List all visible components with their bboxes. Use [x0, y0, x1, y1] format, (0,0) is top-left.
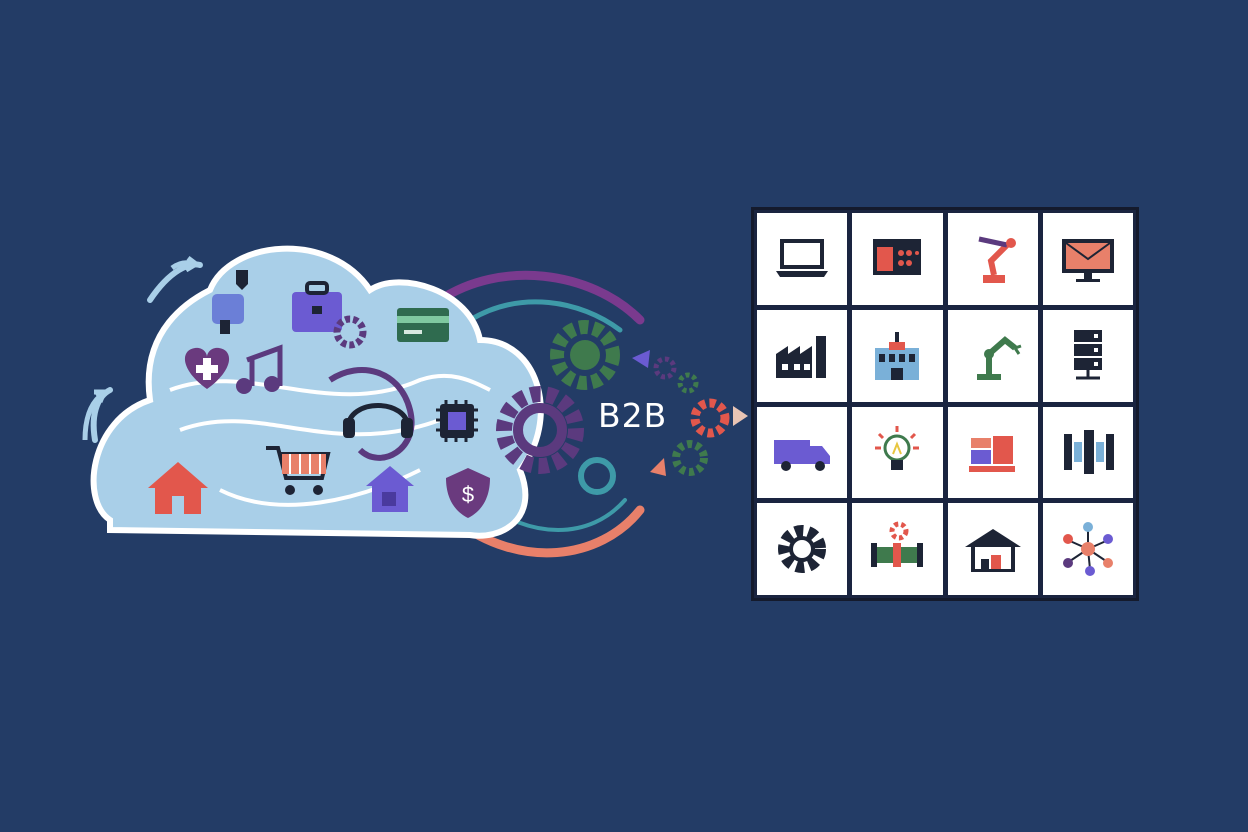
tile-warehouse: [947, 503, 1038, 595]
credit-card-icon: [397, 308, 449, 342]
tile-email-monitor: [1042, 213, 1133, 305]
tile-data-center: [1042, 406, 1133, 499]
tile-office-building: [852, 309, 943, 402]
warehouse-icon: [964, 529, 1021, 573]
music-note-icon: [236, 344, 283, 394]
headset-icon: [343, 403, 413, 438]
heart-plus-icon: [184, 347, 230, 389]
industry-icon-grid: [751, 207, 1139, 601]
green-gear-icon: [550, 320, 620, 390]
house-icon: [148, 462, 208, 514]
laptop-icon: [776, 238, 829, 277]
factory-icon: [776, 335, 827, 378]
red-gear-icon: [690, 398, 730, 438]
tile-factory: [757, 309, 848, 402]
tile-dashboard-window: [852, 213, 943, 305]
data-center-icon: [1063, 430, 1114, 475]
server-rack-icon: [1073, 329, 1102, 380]
network-nodes-icon: [1062, 522, 1113, 577]
svg-text:$: $: [462, 482, 474, 507]
small-green-gear-icon: [653, 356, 708, 476]
dollar-shield-icon: $: [446, 468, 490, 518]
tile-delivery-truck: [757, 406, 848, 499]
office-building-icon: [875, 331, 920, 380]
light-bulb-icon: [875, 426, 920, 471]
gear-icon: [333, 315, 367, 349]
pallet-boxes-icon: [968, 436, 1015, 473]
tile-network-nodes: [1042, 503, 1133, 595]
shopping-cart-icon: [266, 446, 331, 495]
tile-laptop: [757, 213, 848, 305]
wrench-hand-icon: [212, 270, 248, 334]
delivery-truck-icon: [774, 440, 831, 472]
tile-light-bulb: [852, 406, 943, 499]
tile-robot-arm: [947, 213, 1038, 305]
pipeline-gear-icon: [871, 521, 924, 568]
tile-pipeline-gear: [852, 503, 943, 595]
b2b-label: B2B: [598, 396, 668, 435]
tile-server-rack: [1042, 309, 1133, 402]
tile-gear: [757, 503, 848, 595]
robot-arm-icon: [978, 236, 1016, 283]
orbit-arrow-icon: [82, 256, 201, 441]
tile-robot-arm-green: [947, 309, 1038, 402]
purple-gear-icon: [496, 386, 584, 474]
tile-pallet-boxes: [947, 406, 1038, 499]
dashboard-window-icon: [873, 238, 922, 275]
robot-arm-green-icon: [976, 335, 1022, 380]
chip-icon: [436, 400, 478, 442]
small-house-icon: [366, 466, 414, 512]
teal-gear-icon: [578, 457, 616, 495]
email-monitor-icon: [1061, 238, 1114, 282]
arrow-right-icon: [733, 406, 748, 426]
briefcase-icon: [292, 281, 342, 332]
gear-icon: [778, 525, 827, 574]
triangle-marker-icon: [632, 350, 666, 476]
